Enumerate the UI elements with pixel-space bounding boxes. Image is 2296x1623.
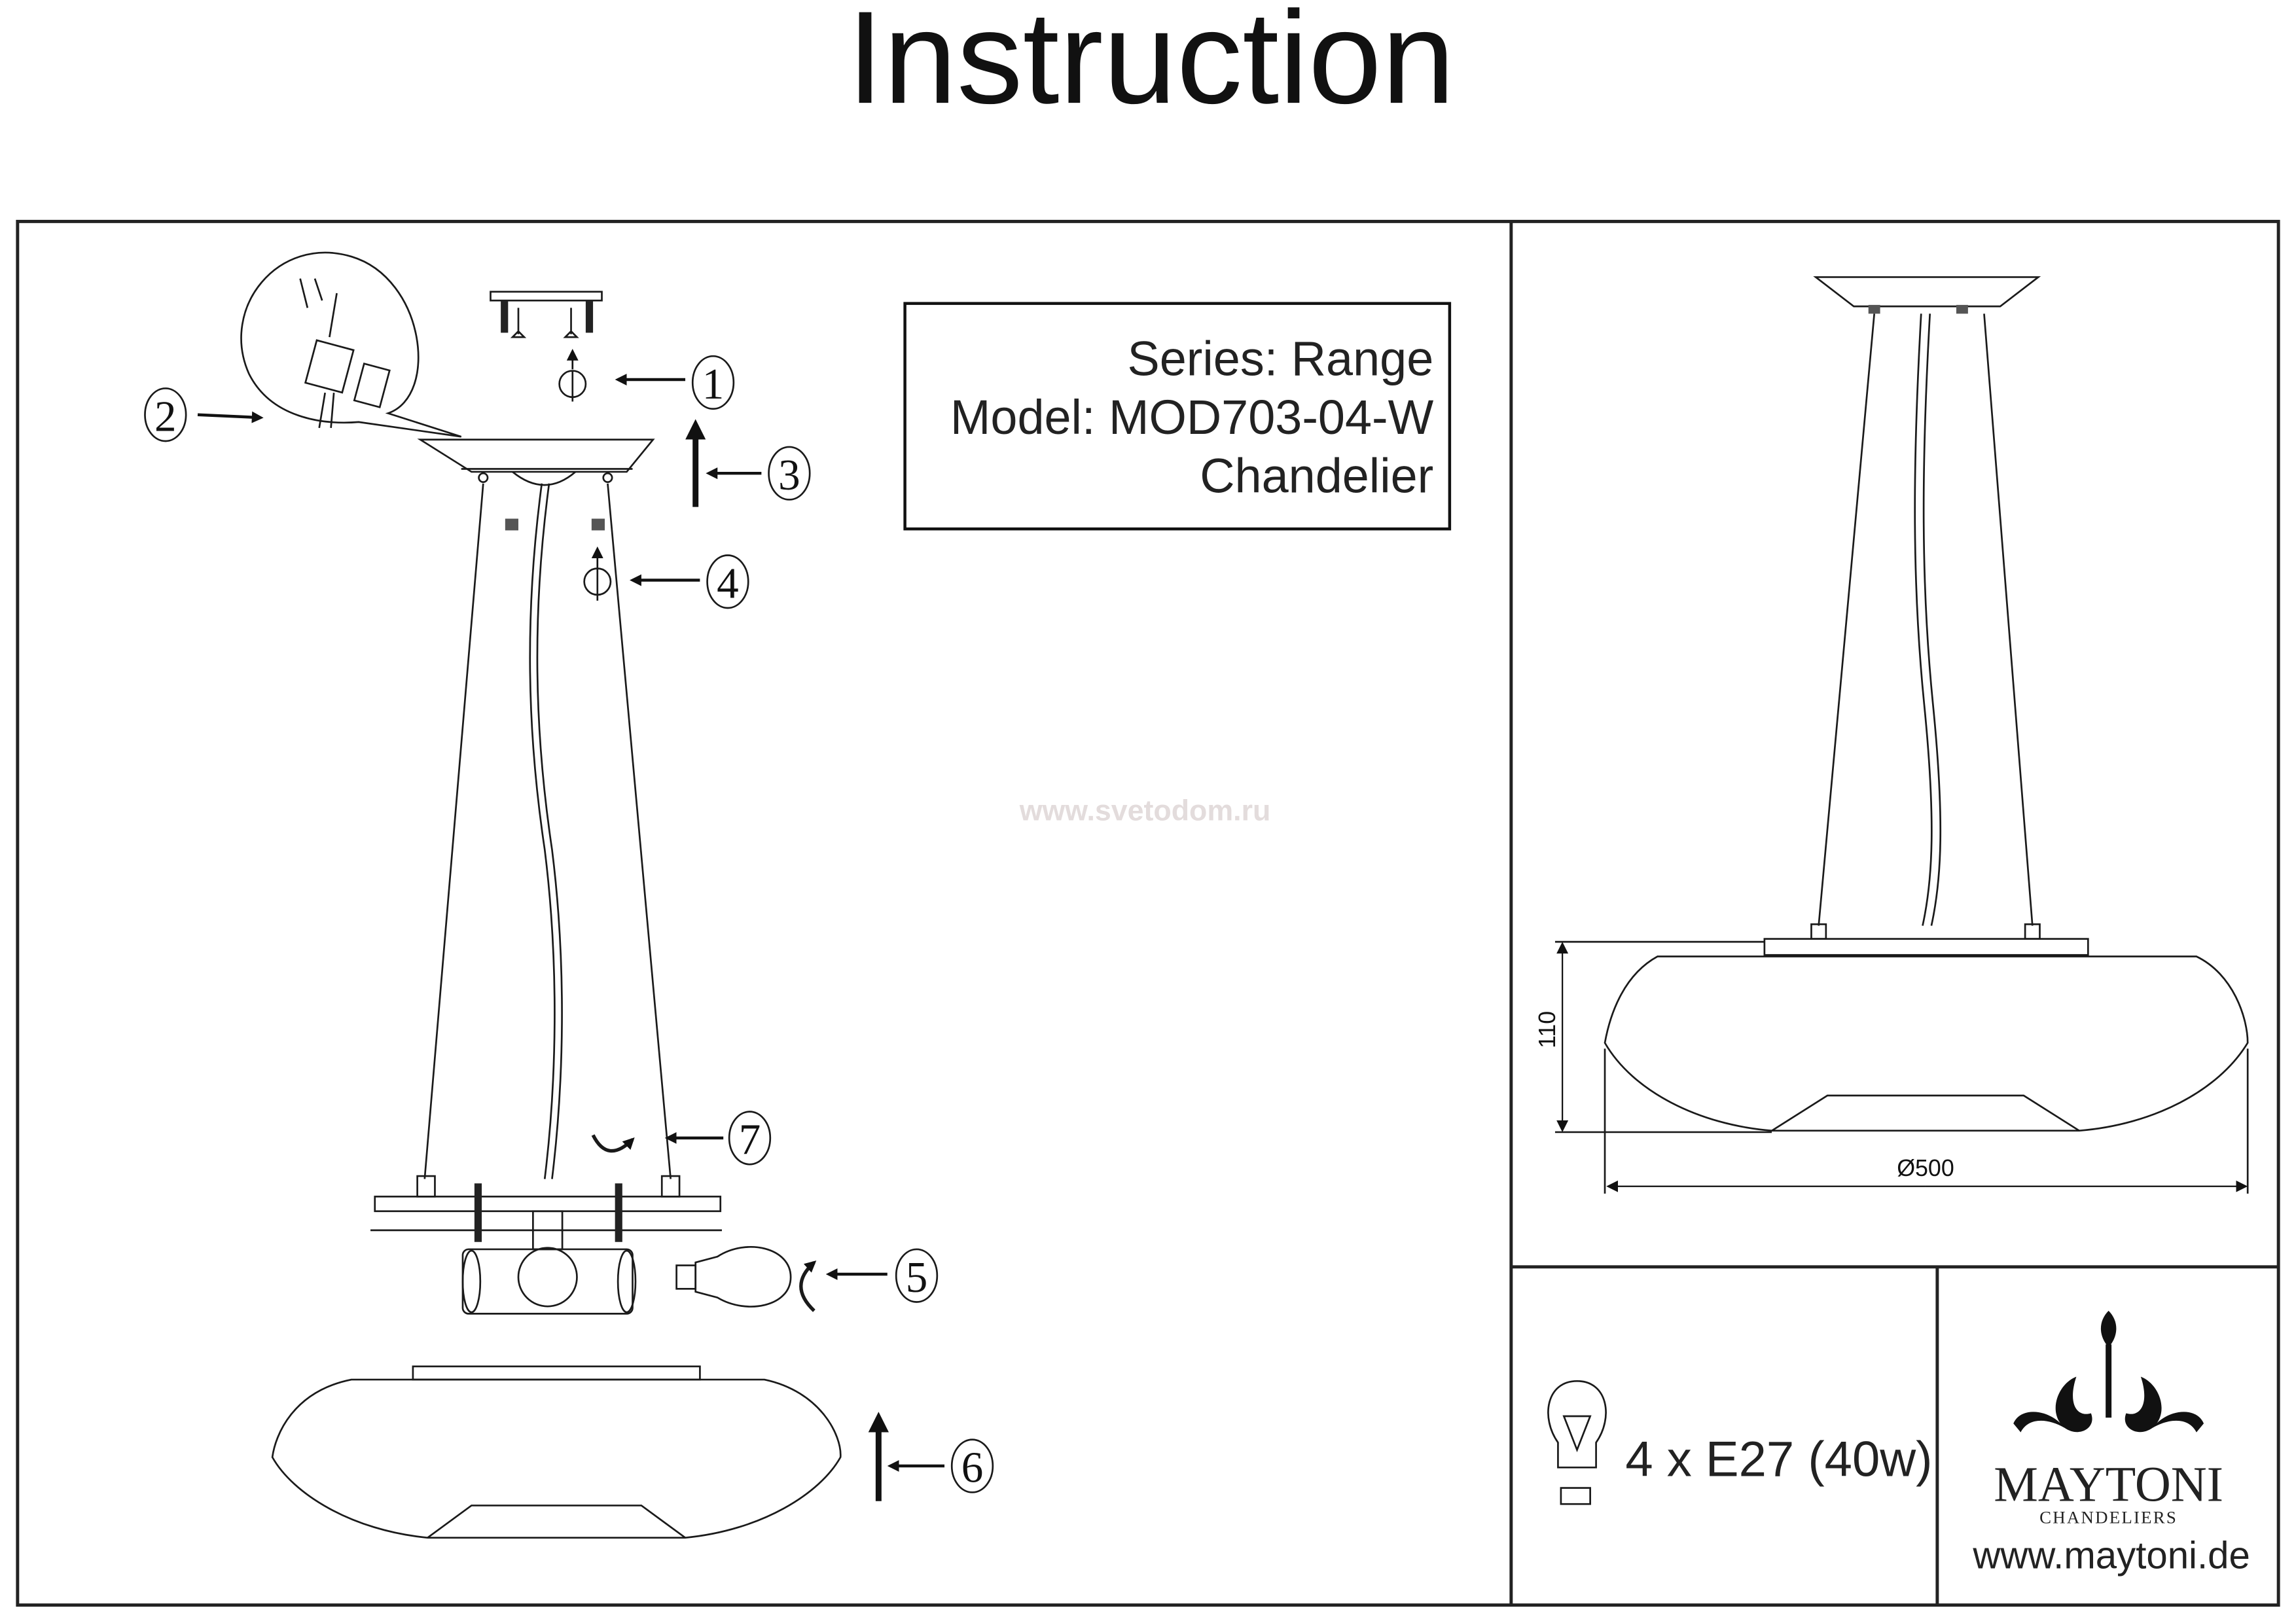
step-5: 5	[895, 1248, 939, 1303]
dimension-drawing: 110 Ø500	[1534, 276, 2249, 1194]
brand-logo: MAYTONI CHANDELIERS www.maytoni.de	[1972, 1310, 2250, 1577]
rotate-icon	[558, 349, 587, 402]
diameter-dimension: Ø500	[1897, 1155, 1954, 1181]
brand-url[interactable]: www.maytoni.de	[1972, 1535, 2250, 1577]
watermark: www.svetodom.ru	[1019, 794, 1271, 827]
svg-text:7: 7	[739, 1115, 761, 1164]
lamp-spec: 4 x E27 (40w)	[1547, 1380, 1933, 1505]
model-label: Model: MOD703-04-W	[950, 390, 1434, 444]
chandelier-ornament-icon	[2013, 1310, 2204, 1433]
lamp-spec-text: 4 x E27 (40w)	[1625, 1432, 1932, 1488]
svg-text:6: 6	[961, 1443, 984, 1492]
light-bulb-icon	[1547, 1380, 1607, 1505]
svg-text:2: 2	[154, 391, 177, 440]
svg-text:3: 3	[778, 450, 800, 499]
rotate-arrow-icon	[591, 1134, 635, 1153]
assembly-drawing: 1 2 3 4 5 6 7	[144, 251, 994, 1539]
svg-text:4: 4	[717, 558, 739, 607]
socket-cluster-icon	[461, 1210, 637, 1315]
rotate-icon	[583, 546, 612, 601]
step-2: 2	[144, 387, 187, 442]
step-4: 4	[706, 554, 749, 609]
page-title: Instruction	[847, 0, 1455, 131]
svg-text:1: 1	[702, 359, 725, 408]
series-label: Series: Range	[1128, 331, 1434, 385]
shade-icon	[271, 1365, 842, 1539]
mounting-bar-icon	[490, 291, 603, 338]
step-7: 7	[728, 1111, 772, 1166]
light-bulb-icon	[675, 1246, 792, 1308]
wiring-detail-icon	[240, 251, 462, 438]
step-1: 1	[691, 355, 735, 410]
step-3: 3	[768, 446, 811, 501]
brand-name: MAYTONI	[1994, 1457, 2223, 1512]
rotate-arrow-icon	[799, 1260, 817, 1312]
brand-tagline: CHANDELIERS	[2039, 1507, 2178, 1527]
step-6: 6	[950, 1438, 994, 1493]
info-box: Series: Range Model: MOD703-04-W Chandel…	[903, 302, 1452, 531]
height-dimension: 110	[1534, 1011, 1560, 1048]
svg-text:5: 5	[906, 1253, 928, 1302]
frame	[16, 219, 2280, 1607]
type-label: Chandelier	[1200, 448, 1433, 503]
